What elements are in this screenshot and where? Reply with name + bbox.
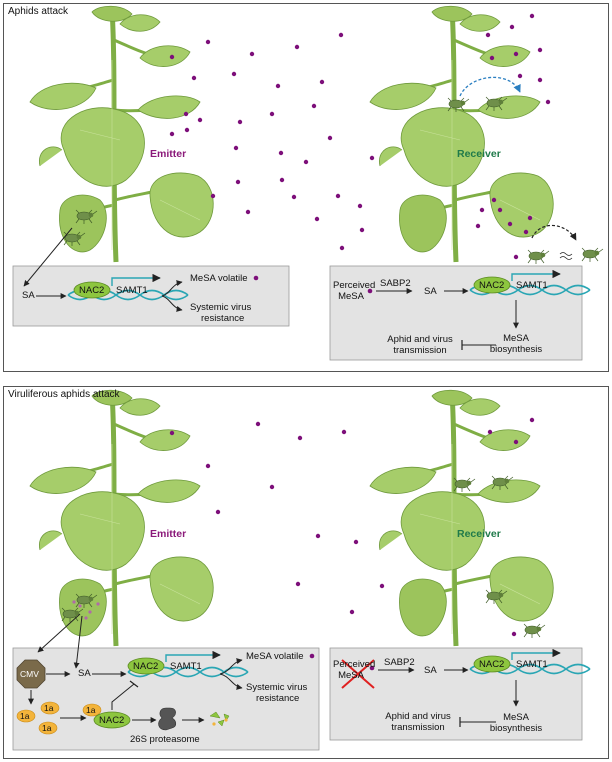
one-a-label: 1a [42,723,52,733]
one-a-label: 1a [86,705,96,715]
mesa-volatile-label: MeSA volatile [246,651,304,662]
receiver-label: Receiver [457,148,501,160]
proteasome-label: 26S proteasome [130,734,200,745]
bottom-emitter-virus-dots [72,600,100,620]
systemic-resistance-line1: Systemic virus [190,302,252,313]
systemic-resistance-line2: resistance [201,313,245,324]
perceived-mesa-line2: MeSA [338,670,364,681]
one-a-label: 1a [20,711,30,721]
panel-aphids-attack: Aphids attack [3,3,609,372]
top-aphid-leave-arrow [531,224,577,241]
nac2-label: NAC2 [479,280,505,291]
perceived-mesa-line1: Perceived [333,280,376,291]
panel-title: Aphids attack [8,6,69,17]
aphid-virus-transmission-line1: Aphid and virus [385,711,451,722]
one-a-blobs [16,701,102,735]
cmv-label: CMV [20,669,39,679]
sabp2-label: SABP2 [384,657,415,668]
sa-label: SA [424,665,437,676]
samt1-label: SAMT1 [116,285,148,296]
one-a-label: 1a [44,703,54,713]
top-aphid-fly-arrow [459,76,521,97]
sa-label: SA [424,286,437,297]
systemic-resistance-line2: resistance [256,693,300,704]
samt1-label: SAMT1 [516,659,548,670]
mesa-biosynthesis-line2: biosynthesis [489,723,543,734]
aphid-virus-transmission-line1: Aphid and virus [387,334,453,345]
emitter-label: Emitter [150,148,187,160]
nac2-label: NAC2 [79,285,105,296]
bottom-emitter-box [12,647,320,751]
proteasome-shape [158,707,177,731]
mesa-biosynthesis-line1: MeSA [503,333,529,344]
top-receiver-box [329,265,583,361]
degraded-fragments [209,711,230,727]
perceived-mesa-line1: Perceived [333,659,376,670]
samt1-label: SAMT1 [516,280,548,291]
nac2-label: NAC2 [479,659,505,670]
sa-label: SA [22,290,35,301]
mesa-biosynthesis-line1: MeSA [503,712,529,723]
nac2-bound-label: NAC2 [99,715,125,726]
mesa-volatile-label: MeSA volatile [190,273,248,284]
sabp2-label: SABP2 [380,278,411,289]
top-receiver-nac2-oval [473,276,511,294]
nac2-label: NAC2 [133,661,159,672]
perceived-mesa-line2: MeSA [338,291,364,302]
bottom-mesa-dots [169,417,535,637]
bottom-emitter-nac2-oval [127,657,165,675]
receiver-label: Receiver [457,528,501,540]
bottom-nac2-bound-oval [93,711,131,729]
aphid-virus-transmission-line2: transmission [393,345,447,356]
sa-label: SA [78,668,91,679]
no-perception-cross [341,659,375,689]
top-mesa-dots [169,13,551,260]
cmv-octagon [16,659,46,689]
systemic-resistance-line1: Systemic virus [246,682,308,693]
aphid-virus-transmission-line2: transmission [391,722,445,733]
top-emitter-nac2-oval [73,281,111,299]
panel-viruliferous-aphids-attack: Viruliferous aphids attack [3,386,609,759]
emitter-label: Emitter [150,528,187,540]
bottom-receiver-nac2-oval [473,655,511,673]
mesa-biosynthesis-line2: biosynthesis [489,344,543,355]
bottom-receiver-box [329,647,583,741]
panel-title: Viruliferous aphids attack [8,389,120,400]
samt1-label: SAMT1 [170,661,202,672]
